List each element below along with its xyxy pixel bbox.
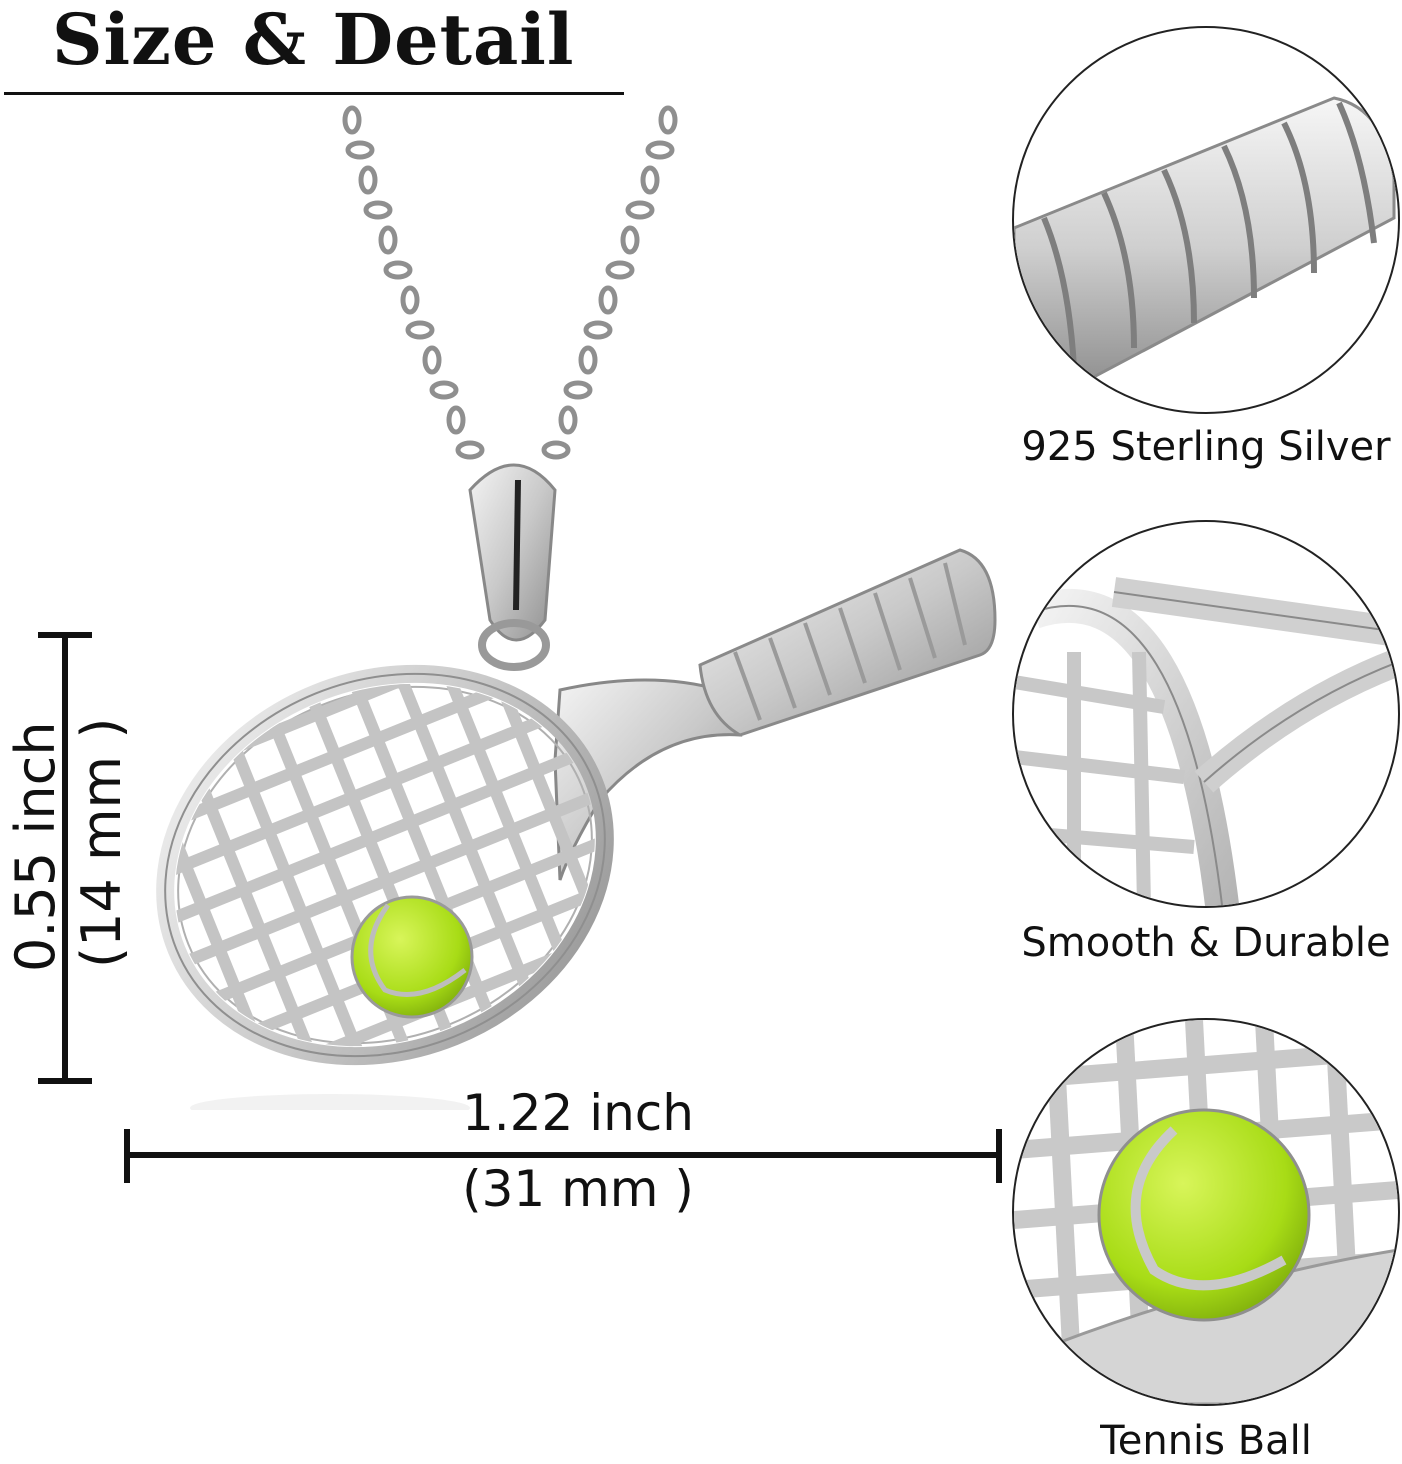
detail-circle-ball <box>1012 1018 1400 1406</box>
height-dimension-line <box>62 632 68 1084</box>
height-mm-label: (14 mm ) <box>70 717 133 968</box>
title-underline <box>4 92 624 95</box>
width-dimension-line <box>124 1152 1002 1158</box>
tennis-ball-closeup-icon <box>1014 1020 1398 1404</box>
detail-label-smooth-durable: Smooth & Durable <box>1021 920 1391 966</box>
width-inch-label: 1.22 inch <box>462 1084 694 1142</box>
detail-circle-frame <box>1012 520 1400 908</box>
racket-frame-closeup-icon <box>1014 577 1398 906</box>
racket-grip <box>698 548 997 737</box>
width-dimension-cap-right <box>996 1129 1002 1183</box>
detail-label-tennis-ball: Tennis Ball <box>1100 1418 1312 1464</box>
page-title: Size & Detail <box>52 0 575 81</box>
height-inch-label: 0.55 inch <box>4 721 67 972</box>
chain <box>342 105 678 460</box>
racket-grip-closeup-icon <box>1014 96 1396 400</box>
width-mm-label: (31 mm ) <box>462 1160 694 1218</box>
detail-circle-grip <box>1012 26 1400 414</box>
pendant-bail <box>468 463 557 642</box>
height-dimension-cap-bottom <box>38 1078 92 1084</box>
tennis-racket-necklace-image <box>120 105 997 1110</box>
detail-label-sterling-silver: 925 Sterling Silver <box>1021 424 1391 470</box>
tennis-ball <box>350 895 474 1019</box>
